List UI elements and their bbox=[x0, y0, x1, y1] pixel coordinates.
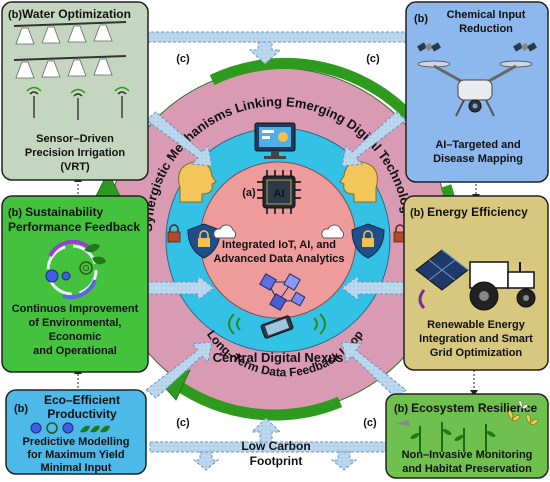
wifi-signal-left-icon bbox=[228, 313, 241, 335]
water-body-line-1: Sensor–Driven bbox=[36, 133, 114, 145]
eco-body-line-1: Predictive Modelling bbox=[23, 436, 130, 448]
monitor-icon bbox=[254, 122, 296, 159]
chemical-input-panel: (b) Chemical Input Reduction AI–Targeted… bbox=[405, 1, 549, 183]
irrigation-sprinkler-icon bbox=[13, 21, 127, 79]
sustainability-body-line-2: of Environmental, bbox=[29, 317, 122, 329]
chemical-title-line-1: Chemical Input bbox=[447, 9, 526, 21]
ai-chip-label: AI bbox=[274, 188, 285, 200]
link-tag-bottom-right: (c) bbox=[363, 417, 377, 429]
link-tag-top-left: (c) bbox=[176, 53, 190, 65]
water-panel-title: (b)Water Optimization bbox=[8, 7, 131, 21]
water-body-line-2: Precision Irrigation bbox=[25, 147, 126, 159]
wifi-signal-right-icon bbox=[313, 313, 326, 335]
satellite-right-icon bbox=[513, 42, 537, 52]
gears-leaves-icon bbox=[30, 422, 110, 434]
eco-body-line-3: Minimal Input bbox=[41, 462, 112, 474]
sustainability-body-line-3: Economic bbox=[49, 331, 102, 343]
sustainability-feedback-panel: (b) Sustainability Performance Feedback … bbox=[1, 195, 149, 373]
resilience-panel-title: (b) Ecosystem Resilience bbox=[394, 401, 538, 415]
circular-economy-icon bbox=[45, 239, 106, 300]
smartphone-icon bbox=[260, 315, 294, 339]
head-profile-right-icon bbox=[339, 161, 378, 203]
link-tag-top-right: (c) bbox=[366, 53, 380, 65]
chemical-panel-tag: (b) bbox=[414, 13, 428, 25]
head-profile-left-icon bbox=[178, 161, 217, 203]
lock-left-icon bbox=[167, 224, 181, 243]
sustainability-body-line-4: and Operational bbox=[33, 345, 117, 357]
cloud-left-icon bbox=[213, 224, 237, 239]
core-text-line-2: Advanced Data Analytics bbox=[213, 253, 344, 265]
eco-title-line-2: Productivity bbox=[47, 407, 117, 421]
eco-title-line-1: Eco–Efficient bbox=[44, 393, 120, 407]
eco-efficient-panel: (b) Eco–Efficient Productivity Predictiv… bbox=[5, 389, 147, 475]
drone-icon bbox=[417, 60, 533, 117]
chemical-title-line-2: Reduction bbox=[459, 23, 513, 35]
resilience-body-line-1: Non–Invasive Monitoring bbox=[402, 449, 533, 461]
network-cubes-icon bbox=[259, 273, 306, 311]
ecosystem-resilience-panel: (b) Ecosystem Resilience Non–Invasive Mo… bbox=[385, 393, 549, 479]
cloud-right-icon bbox=[321, 224, 345, 239]
resilience-body-line-2: and Habitat Preservation bbox=[402, 463, 532, 475]
chemical-body-line-1: AI–Targeted and bbox=[435, 139, 520, 151]
energy-body-line-2: Integration and Smart bbox=[419, 333, 533, 345]
energy-efficiency-panel: (b) Energy Efficiency Renewable Energy I… bbox=[403, 195, 549, 371]
eco-body-line-2: for Maximum Yield bbox=[27, 449, 124, 461]
sustainability-title-line-2: Performance Feedback bbox=[8, 220, 140, 234]
link-tag-bottom-left: (c) bbox=[176, 417, 190, 429]
low-carbon-line-2: Footprint bbox=[250, 454, 303, 468]
eco-panel-tag: (b) bbox=[14, 403, 28, 415]
soil-sensor-icons bbox=[26, 86, 130, 120]
water-optimization-panel: (b)Water Optimization Sensor–Driven Prec… bbox=[1, 1, 149, 181]
low-carbon-line-1: Low Carbon bbox=[241, 439, 310, 453]
energy-body-line-3: Grid Optimization bbox=[430, 347, 523, 359]
chemical-body-line-2: Disease Mapping bbox=[433, 153, 523, 165]
sustainability-body-line-1: Continuos Improvement bbox=[12, 303, 139, 315]
tractor-icon bbox=[469, 261, 536, 311]
ai-chip-icon bbox=[257, 170, 301, 214]
energy-body-line-1: Renewable Energy bbox=[427, 319, 526, 331]
water-body-line-3: (VRT) bbox=[60, 161, 90, 173]
sustainability-title-line-1: (b) Sustainability bbox=[8, 205, 103, 219]
satellite-left-icon bbox=[417, 42, 441, 52]
solar-panel-icon bbox=[415, 249, 469, 310]
core-text-line-1: Integrated IoT, AI, and bbox=[222, 239, 336, 251]
plants-butterflies-icon bbox=[396, 399, 539, 452]
core-tag: (a) bbox=[242, 187, 256, 199]
link-arrows bbox=[139, 31, 415, 471]
shield-lock-right-icon bbox=[351, 223, 385, 259]
energy-panel-title: (b) Energy Efficiency bbox=[410, 205, 528, 219]
nexus-label: Central Digital Nexus bbox=[213, 350, 344, 365]
